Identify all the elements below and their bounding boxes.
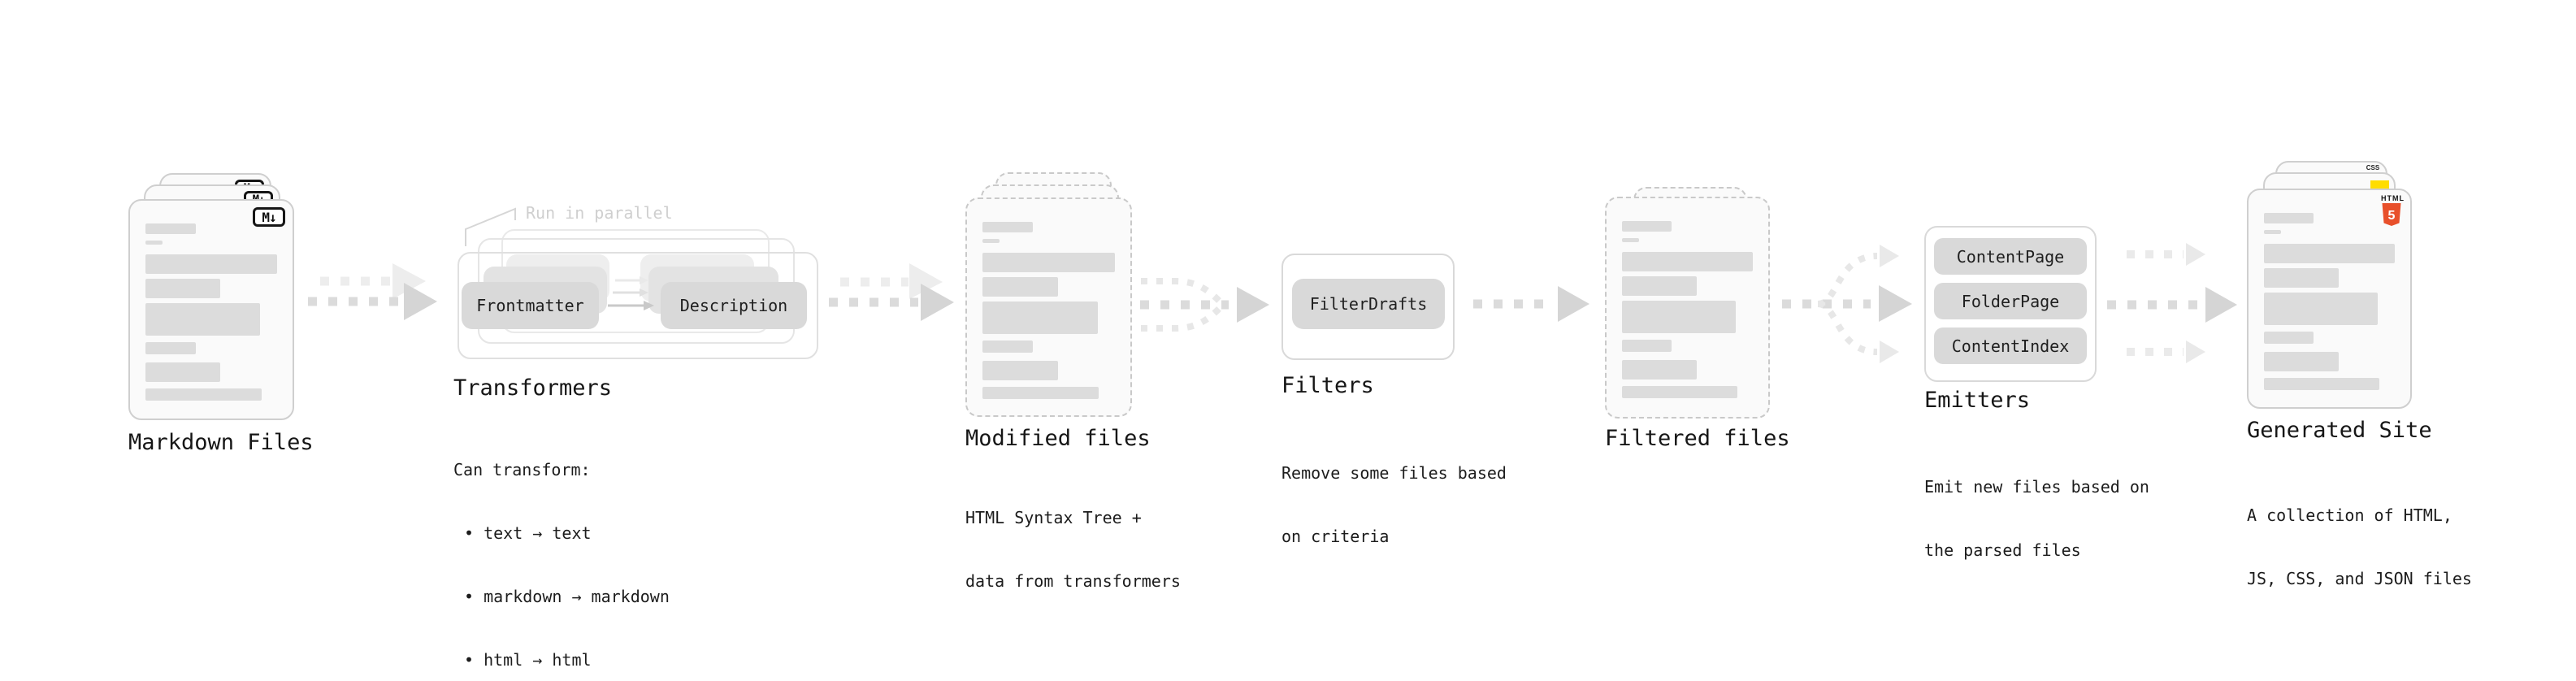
arrow-filters-to-filtered-icon xyxy=(1473,286,1589,322)
skeleton-bar xyxy=(982,301,1098,334)
skeleton-bar xyxy=(145,241,163,245)
skeleton-bar xyxy=(2264,230,2281,234)
frontmatter-pill: Frontmatter xyxy=(462,282,599,329)
emitters-desc-line: Emit new files based on xyxy=(1924,477,2149,497)
modified-files-label: Modified files xyxy=(965,426,1151,451)
arrow-modified-to-filters-merge-icon xyxy=(1140,278,1269,332)
skeleton-bar xyxy=(145,223,196,234)
generated-html-file-card: HTML 5 xyxy=(2247,189,2412,409)
skeleton-bar xyxy=(1622,301,1737,333)
html5-icon-text: HTML xyxy=(2381,194,2405,202)
transformers-label: Transformers xyxy=(453,375,613,401)
skeleton-bar xyxy=(2264,332,2314,344)
transformers-bullet: • markdown → markdown xyxy=(464,587,670,606)
skeleton-bar xyxy=(982,277,1058,297)
generated-site-label: Generated Site xyxy=(2247,418,2432,443)
document-text-skeleton xyxy=(1622,221,1753,398)
skeleton-bar xyxy=(982,239,1000,243)
markdown-icon: M↓ xyxy=(253,207,285,227)
transformers-bullet: • html → html xyxy=(464,650,592,670)
emitters-desc-line: the parsed files xyxy=(1924,540,2081,560)
html5-shield: 5 xyxy=(2382,203,2401,226)
skeleton-bar xyxy=(145,388,262,401)
skeleton-bar xyxy=(1622,360,1697,380)
skeleton-bar xyxy=(145,362,221,382)
description-pill: Description xyxy=(661,282,807,329)
modified-files-desc-line: data from transformers xyxy=(965,571,1181,591)
markdown-files-label: Markdown Files xyxy=(128,430,314,455)
filters-label: Filters xyxy=(1281,373,1374,398)
skeleton-bar xyxy=(1622,386,1737,398)
skeleton-bar xyxy=(982,222,1033,232)
filter-drafts-pill: FilterDrafts xyxy=(1292,279,1445,329)
emitters-description: Emit new files based on the parsed files xyxy=(1924,434,2149,603)
generated-site-desc-line: A collection of HTML, xyxy=(2247,505,2452,525)
skeleton-bar xyxy=(2264,293,2379,325)
skeleton-bar xyxy=(982,340,1033,353)
skeleton-bar xyxy=(982,253,1115,272)
skeleton-bar xyxy=(982,361,1058,380)
arrow-markdown-to-transformers-icon xyxy=(308,263,437,320)
svg-text:5: 5 xyxy=(2388,209,2396,223)
skeleton-bar xyxy=(2264,213,2314,223)
modified-files-desc-line: HTML Syntax Tree + xyxy=(965,508,1142,527)
markdown-file-card: M↓ xyxy=(128,199,294,420)
run-in-parallel-note: Run in parallel xyxy=(526,203,673,223)
skeleton-bar xyxy=(982,387,1099,399)
skeleton-bar xyxy=(145,342,196,354)
js-icon xyxy=(2370,180,2389,189)
skeleton-bar xyxy=(145,279,221,298)
skeleton-bar xyxy=(2264,268,2339,288)
document-text-skeleton xyxy=(145,223,277,401)
modified-files-description: HTML Syntax Tree + data from transformer… xyxy=(965,465,1181,634)
document-text-skeleton xyxy=(982,222,1115,399)
skeleton-bar xyxy=(2264,378,2379,390)
skeleton-bar xyxy=(1622,221,1672,232)
filtered-files-label: Filtered files xyxy=(1605,426,1790,451)
arrow-transformers-to-modified-icon xyxy=(829,263,954,321)
transformers-desc-heading: Can transform: xyxy=(453,460,591,479)
css-icon-text: CSS xyxy=(2366,164,2380,171)
skeleton-bar xyxy=(2264,244,2395,263)
transformers-bullet: • text → text xyxy=(464,523,592,543)
filters-desc-line: on criteria xyxy=(1281,527,1390,546)
skeleton-bar xyxy=(1622,340,1672,352)
html5-icon: HTML 5 xyxy=(2381,194,2405,229)
arrow-emitters-to-generated-icon xyxy=(2107,243,2237,363)
arrow-filtered-to-emitters-split-icon xyxy=(1782,245,1912,363)
generated-site-description: A collection of HTML, JS, CSS, and JSON … xyxy=(2247,462,2472,631)
emitter-folder-page-pill: FolderPage xyxy=(1934,283,2087,319)
generated-site-desc-line: JS, CSS, and JSON files xyxy=(2247,569,2472,588)
filters-description: Remove some files based on criteria xyxy=(1281,420,1507,589)
transformers-frame-front xyxy=(458,252,818,359)
filtered-file-card xyxy=(1605,197,1770,419)
skeleton-bar xyxy=(1622,276,1697,296)
emitter-content-page-pill: ContentPage xyxy=(1934,238,2087,275)
skeleton-bar xyxy=(2264,352,2339,371)
transformers-description: Can transform: • text → text • markdown … xyxy=(453,417,670,681)
skeleton-bar xyxy=(145,254,277,274)
filters-desc-line: Remove some files based xyxy=(1281,463,1507,483)
skeleton-bar xyxy=(145,303,260,336)
document-text-skeleton xyxy=(2264,213,2395,390)
emitters-label: Emitters xyxy=(1924,388,2031,413)
skeleton-bar xyxy=(1622,252,1753,271)
modified-file-card xyxy=(965,197,1132,417)
skeleton-bar xyxy=(1622,238,1639,242)
emitter-content-index-pill: ContentIndex xyxy=(1934,327,2087,364)
